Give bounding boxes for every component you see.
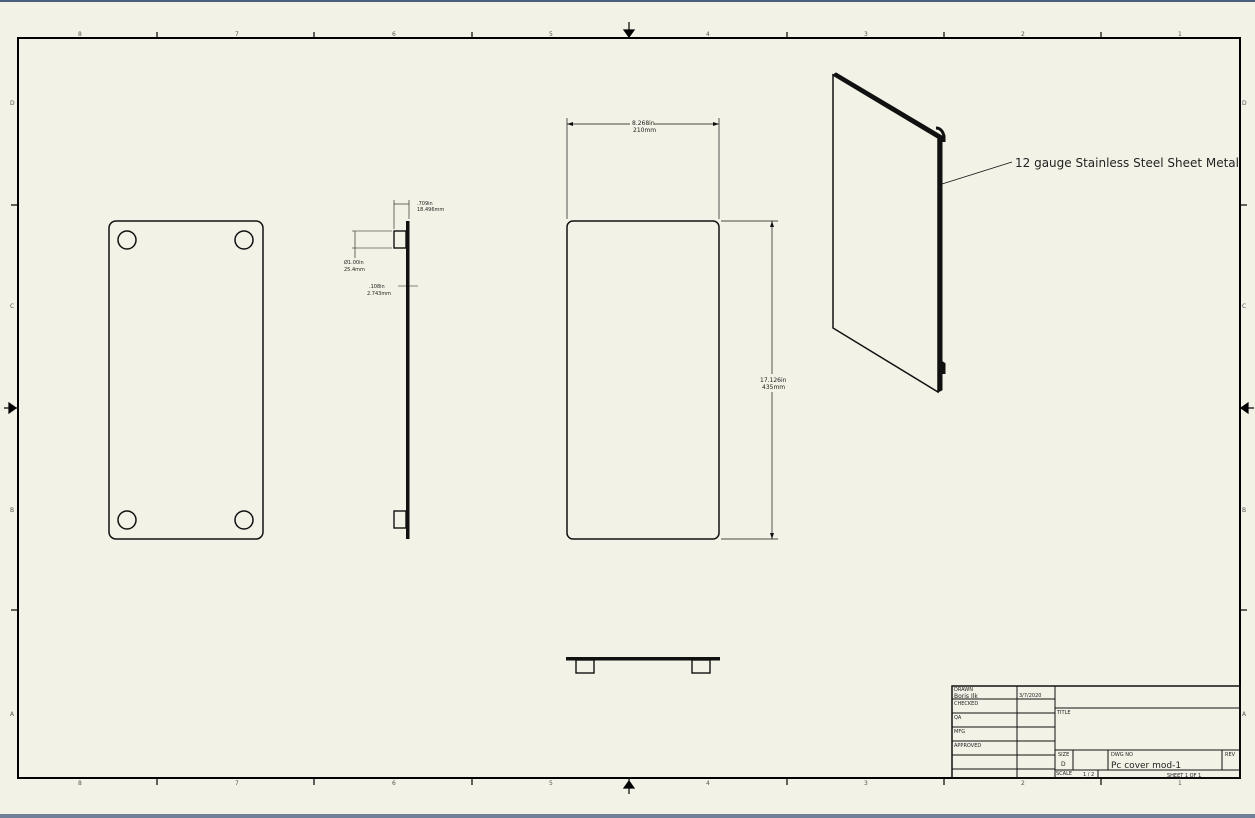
centering-marks	[4, 22, 1254, 794]
zone-row-label: B	[1242, 507, 1246, 514]
zone-row-label: D	[1242, 100, 1247, 107]
sheet-number: SHEET 1 OF 1	[1167, 773, 1201, 779]
mfg-label: MFG	[954, 729, 965, 735]
flange-dimension-in: .709in	[417, 201, 433, 207]
side-view-dimensions	[352, 200, 418, 287]
bottom-view-tab-right	[691, 659, 711, 674]
iso-view-plate-edge	[832, 72, 943, 393]
zone-row-label: A	[1242, 711, 1247, 718]
height-dimension-mm: 435mm	[762, 384, 785, 391]
zone-col-label: 1	[1178, 780, 1182, 787]
hole-diameter-in: Ø1.00in	[344, 259, 364, 266]
mounting-hole	[117, 230, 137, 250]
iso-view-plate-face	[832, 73, 939, 394]
thickness-dimension-in: .108in	[369, 284, 385, 290]
zone-col-label: 4	[706, 780, 710, 787]
window-bottom-edge	[0, 814, 1255, 818]
height-dimension-in: 17.126in	[760, 377, 787, 384]
iso-view-tab-top	[935, 126, 946, 142]
zone-row-label: C	[1242, 303, 1246, 310]
zone-col-label: 5	[549, 780, 553, 787]
side-view-tab-top	[393, 230, 407, 249]
drawn-label: DRAWN	[954, 687, 973, 693]
hole-diameter-mm: 25.4mm	[344, 267, 365, 273]
zone-ticks	[11, 32, 1247, 785]
zone-row-label: A	[10, 711, 15, 718]
scale-value: 1 / 2	[1083, 772, 1094, 778]
zone-col-label: 7	[235, 31, 239, 38]
checked-label: CHECKED	[954, 701, 978, 707]
side-view-sheet	[406, 221, 410, 539]
back-view	[108, 220, 264, 540]
rev-label: REV	[1225, 752, 1236, 758]
zone-labels: 8 7 6 5 4 3 2 1 8 7 6 5 4 3 2 1 D C B A …	[10, 31, 1247, 787]
qa-label: QA	[954, 715, 962, 721]
title-label: TITLE	[1056, 710, 1071, 716]
side-view: .709in 18.496mm Ø1.00in 25.4mm .108in 2.…	[344, 200, 444, 539]
scale-label: SCALE	[1056, 771, 1072, 777]
size-label: SIZE	[1058, 752, 1069, 758]
width-dimension-in: 8.268in	[632, 120, 655, 127]
back-view-plate	[108, 220, 264, 540]
flange-dimension-mm: 18.496mm	[417, 207, 444, 213]
front-view-dimensions	[566, 118, 778, 540]
zone-row-label: C	[10, 303, 14, 310]
zone-col-label: 8	[78, 780, 82, 787]
window-top-edge	[0, 0, 1255, 2]
mounting-hole	[234, 230, 254, 250]
drawn-by: Boris Ilk	[954, 693, 978, 700]
zone-col-label: 7	[235, 780, 239, 787]
zone-col-label: 6	[392, 780, 396, 787]
dwg-no-label: DWG NO	[1111, 752, 1133, 758]
zone-col-label: 2	[1021, 780, 1025, 787]
iso-view	[832, 72, 1013, 394]
zone-col-label: 4	[706, 31, 710, 38]
dwg-no: Pc cover mod-1	[1111, 761, 1181, 771]
callout-leader	[941, 161, 1013, 185]
zone-col-label: 3	[864, 780, 868, 787]
approved-label: APPROVED	[954, 743, 981, 749]
mounting-hole	[117, 510, 137, 530]
iso-view-tab-bottom	[940, 360, 946, 374]
zone-col-label: 2	[1021, 31, 1025, 38]
bottom-view	[566, 657, 720, 674]
drawing-border	[17, 37, 1241, 779]
zone-col-label: 8	[78, 31, 82, 38]
drawn-date: 3/7/2020	[1019, 693, 1041, 699]
zone-col-label: 6	[392, 31, 396, 38]
zone-col-label: 5	[549, 31, 553, 38]
front-view: 8.268in 210mm 17.126in 435mm	[566, 118, 787, 540]
zone-col-label: 1	[1178, 31, 1182, 38]
dimension-arrowheads	[567, 122, 774, 539]
zone-row-label: D	[10, 100, 15, 107]
width-dimension-mm: 210mm	[633, 127, 656, 134]
size-value: D	[1061, 761, 1066, 768]
bottom-view-sheet	[566, 657, 720, 661]
mounting-hole	[234, 510, 254, 530]
side-view-tab-bottom	[393, 510, 407, 529]
zone-col-label: 3	[864, 31, 868, 38]
title-block	[951, 685, 1241, 779]
front-view-plate	[566, 220, 720, 540]
zone-row-label: B	[10, 507, 14, 514]
bottom-view-tab-left	[575, 659, 595, 674]
material-callout: 12 gauge Stainless Steel Sheet Metal	[1015, 156, 1239, 170]
thickness-dimension-mm: 2.743mm	[367, 291, 391, 297]
